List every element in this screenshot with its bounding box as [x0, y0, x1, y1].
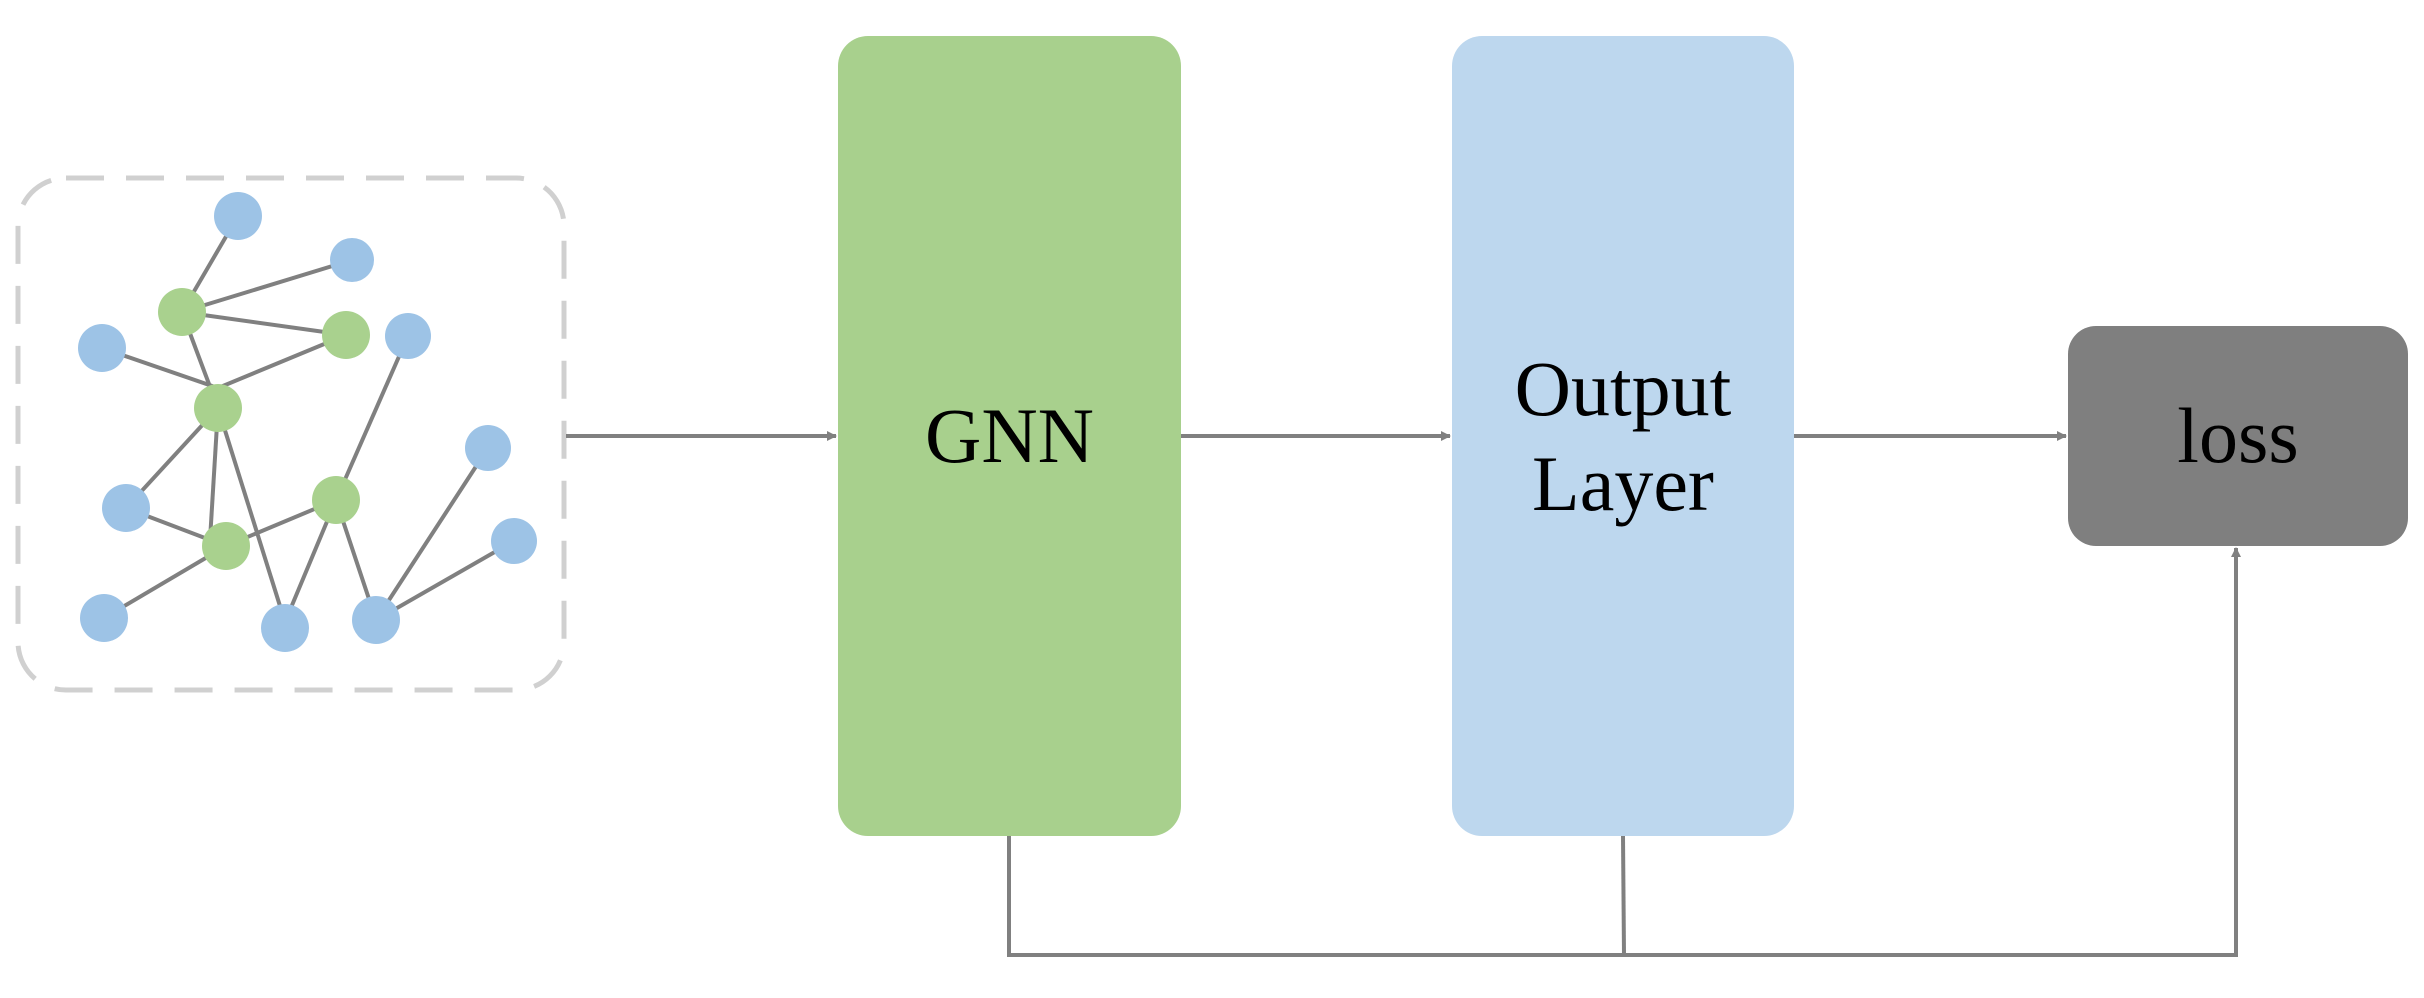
graph-node-blue — [491, 518, 537, 564]
graph-node-blue — [261, 604, 309, 652]
gnn-label: GNN — [925, 392, 1094, 480]
graph-node-blue — [352, 596, 400, 644]
graph-node-green — [312, 476, 360, 524]
graph-node-green — [322, 311, 370, 359]
loss-label: loss — [2177, 392, 2299, 480]
graph-node-blue — [465, 425, 511, 471]
graph-node-blue — [80, 594, 128, 642]
graph-node-blue — [214, 192, 262, 240]
graph-node-green — [202, 522, 250, 570]
graph-node-blue — [102, 484, 150, 532]
graph-edges — [101, 214, 515, 623]
graph-node-green — [194, 384, 242, 432]
graph-node-blue — [78, 324, 126, 372]
graph-node-blue — [385, 313, 431, 359]
graph-node-blue — [330, 238, 374, 282]
graph-node-green — [158, 288, 206, 336]
gnn-block: GNN — [838, 36, 1181, 836]
loss-block: loss — [2068, 326, 2408, 546]
input-graph-frame — [15, 175, 567, 693]
output-layer-label-line-2: Layer — [1532, 440, 1714, 527]
graph-nodes — [78, 192, 537, 652]
output-layer-label: Output Layer — [1515, 341, 1732, 531]
output-layer-block: Output Layer — [1452, 36, 1794, 836]
output-layer-to-bottom-connector — [1621, 835, 1626, 956]
output-layer-label-line-1: Output — [1514, 344, 1732, 432]
